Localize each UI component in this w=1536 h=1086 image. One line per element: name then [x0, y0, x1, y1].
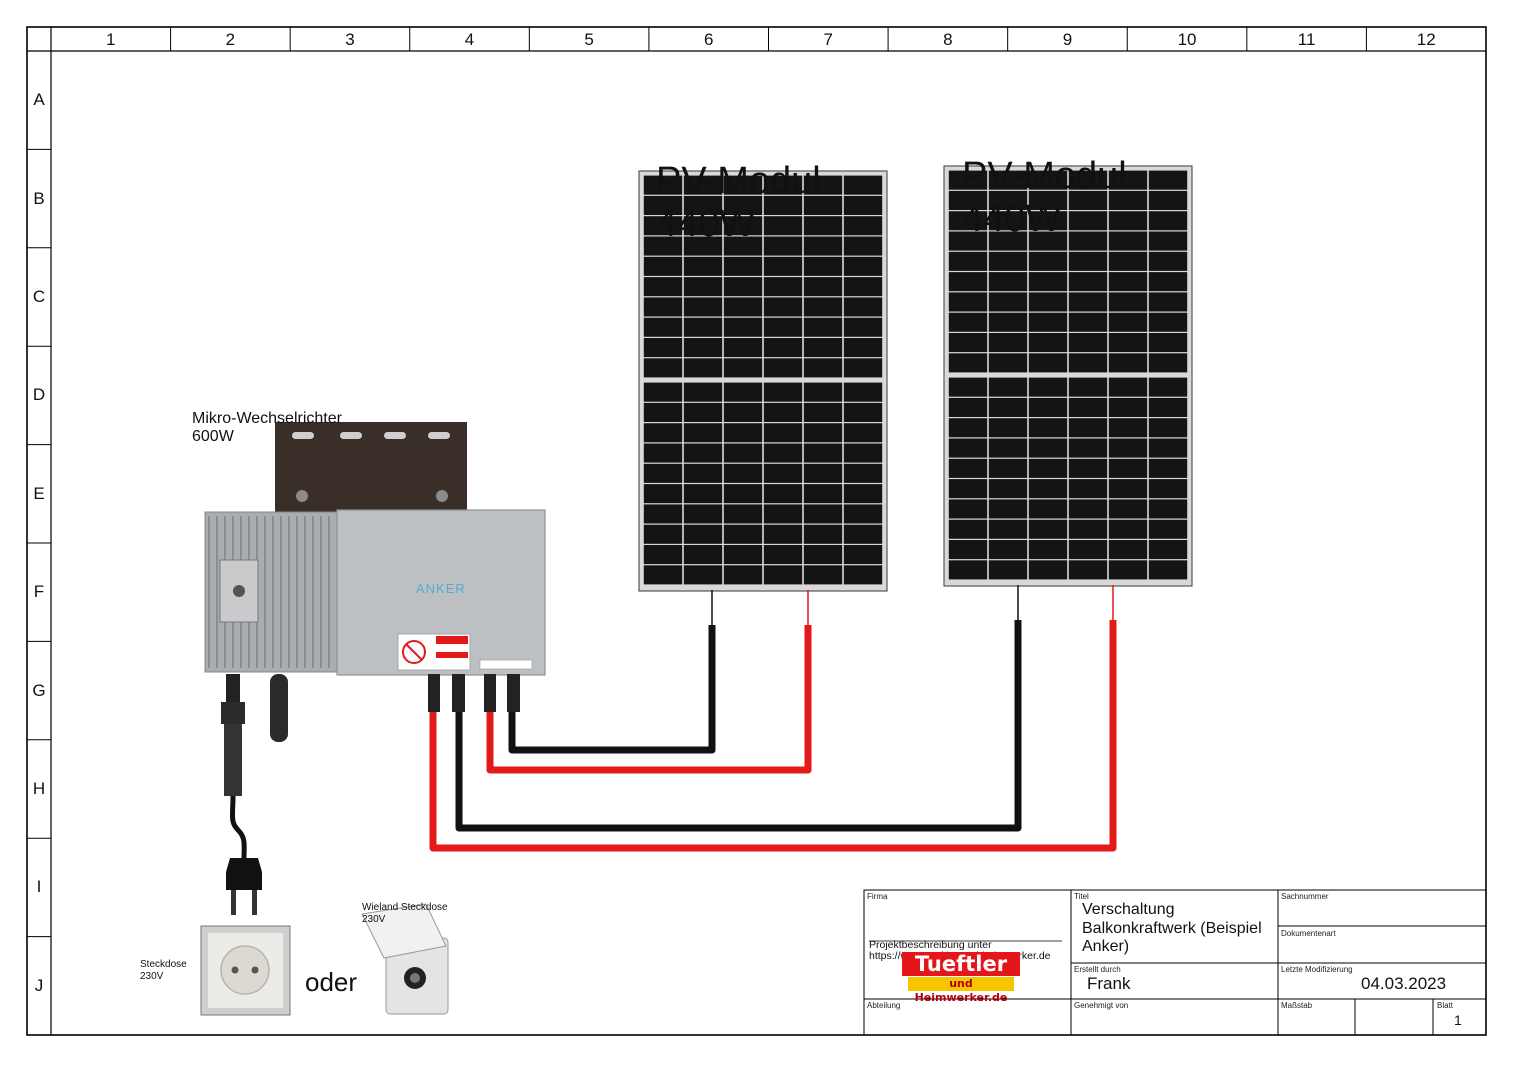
sachnummer-label: Sachnummer [1281, 892, 1329, 901]
schuko-socket-icon [200, 925, 291, 1016]
modifiziert-label: Letzte Modifizierung [1281, 965, 1353, 974]
column-label: 4 [464, 30, 475, 49]
blatt-value: 1 [1454, 1012, 1462, 1028]
column-label: 1 [106, 30, 116, 49]
dokumentenart-label: Dokumentenart [1281, 929, 1336, 938]
pv-module-1-panel [638, 170, 888, 592]
column-label: 7 [823, 30, 834, 49]
genehmigt-label: Genehmigt von [1074, 1001, 1129, 1010]
column-label: 9 [1062, 30, 1073, 49]
row-label: J [34, 975, 44, 995]
blatt-label: Blatt [1437, 1001, 1454, 1010]
column-label: 12 [1416, 30, 1436, 49]
row-label: C [32, 287, 46, 306]
pv-module-2-panel [943, 165, 1193, 587]
micro-inverter [204, 422, 546, 915]
abteilung-label: Abteilung [867, 1001, 901, 1010]
column-label: 6 [703, 30, 714, 49]
row-label: I [36, 877, 42, 897]
row-label: F [33, 582, 45, 602]
titel-label: Titel [1074, 892, 1089, 901]
massstab-label: Maßstab [1281, 1001, 1313, 1010]
module-1-negative-wire [508, 625, 716, 754]
wiring [429, 620, 1117, 852]
row-label: H [32, 779, 46, 798]
module-2-positive-wire [429, 620, 1117, 852]
modifiziert-value: 04.03.2023 [1361, 974, 1447, 993]
module-2-negative-wire [455, 620, 1022, 832]
inverter-brand: ANKER [416, 581, 466, 596]
erstellt-value: Frank [1087, 974, 1131, 993]
or-text: oder [305, 967, 358, 997]
plug-icon [226, 858, 262, 890]
panel-1-leads [711, 590, 809, 625]
column-label: 2 [225, 30, 236, 49]
drawing-frame [26, 26, 1487, 1036]
wieland-socket-icon [361, 903, 449, 1015]
row-label: D [32, 385, 46, 405]
tueftler-logo: Tueftler und Heimwerker.de [902, 952, 1020, 1004]
row-grid [27, 148, 51, 938]
row-label: G [32, 680, 46, 700]
column-label: 3 [345, 30, 355, 49]
erstellt-label: Erstellt durch [1074, 965, 1121, 974]
row-label: A [33, 90, 45, 110]
inverter-antenna [270, 674, 288, 742]
column-label: 8 [943, 30, 953, 49]
title-block [863, 889, 1487, 1036]
column-label: 5 [584, 30, 594, 49]
column-grid [170, 27, 1367, 51]
panel-2-leads [1017, 585, 1114, 620]
column-label: 11 [1297, 30, 1316, 49]
firma-label: Firma [867, 892, 888, 901]
row-label: E [33, 483, 45, 503]
row-label: B [33, 188, 45, 208]
module-1-positive-wire [486, 625, 812, 774]
column-label: 10 [1177, 30, 1197, 49]
